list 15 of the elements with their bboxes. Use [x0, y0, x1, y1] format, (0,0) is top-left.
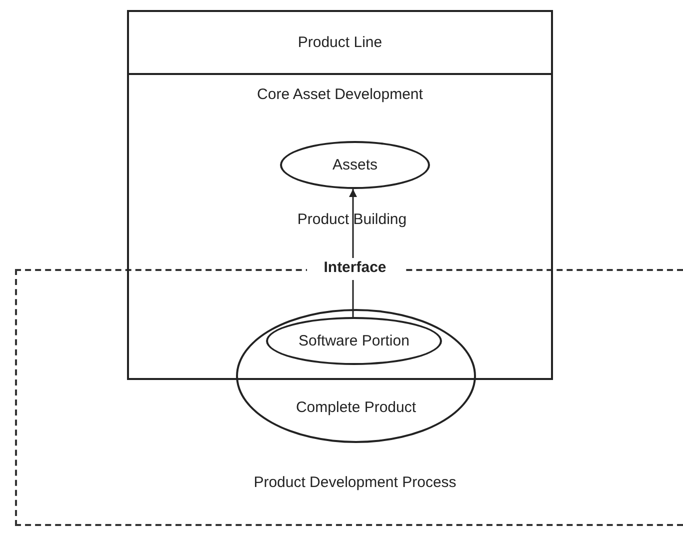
node-label: Software Portion [298, 332, 410, 350]
node-label: Product Development Process [252, 474, 458, 491]
node-label: Assets [331, 156, 378, 174]
node-label: Product Building [296, 211, 408, 228]
node-label: Complete Product [294, 399, 418, 416]
node-label: Interface [322, 259, 388, 276]
arrow [349, 189, 357, 258]
band-section [127, 75, 553, 196]
ellipse-node [236, 309, 476, 443]
band-section [127, 10, 553, 75]
ellipse-node [266, 317, 442, 365]
node-label: Product Line [296, 34, 384, 51]
node-label: Core Asset Development [256, 86, 424, 103]
ellipse-node [280, 141, 430, 189]
band-section [127, 196, 553, 380]
